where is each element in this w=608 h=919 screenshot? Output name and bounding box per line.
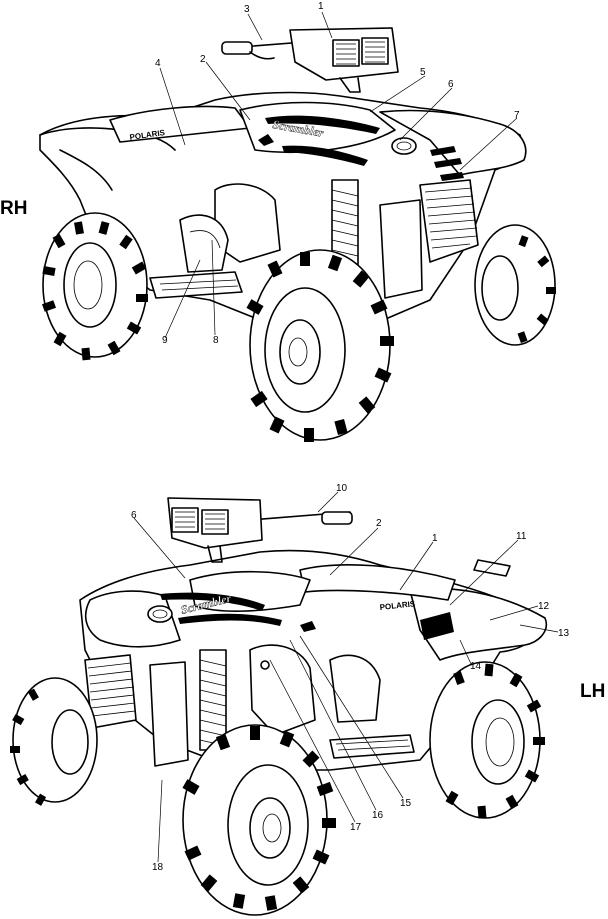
callout-label: 15 — [400, 798, 412, 809]
rh-side-label: RH — [0, 198, 27, 219]
callout-label: 2 — [376, 518, 382, 529]
callout-label: 3 — [244, 4, 250, 15]
callout-label: 14 — [470, 661, 482, 672]
callout-label: 5 — [420, 67, 426, 78]
lh-brand-decal: POLARIS — [379, 599, 416, 612]
callout-label: 16 — [372, 810, 384, 821]
lh-leader-lines — [133, 491, 559, 863]
callout-label: 7 — [514, 110, 520, 121]
callout-label: 9 — [162, 335, 168, 346]
lh-callouts: 10 2 1 11 12 13 14 15 16 17 18 6 — [131, 483, 570, 873]
rh-callouts: 1 2 3 4 5 6 7 8 9 — [155, 1, 520, 346]
callout-label: 1 — [318, 1, 324, 12]
lh-side-label: LH — [580, 681, 605, 702]
callout-label: 1 — [432, 533, 438, 544]
rh-leader-lines — [159, 11, 518, 339]
callout-label: 2 — [200, 54, 206, 65]
lh-atv-illustration — [10, 497, 547, 916]
callout-label: 4 — [155, 58, 161, 69]
rh-atv-illustration — [39, 27, 556, 442]
callout-label: 17 — [350, 822, 362, 833]
callout-label: 6 — [448, 79, 454, 90]
callout-label: 12 — [538, 601, 550, 612]
callout-label: 11 — [516, 531, 527, 542]
callout-label: 13 — [558, 628, 570, 639]
callout-label: 8 — [213, 335, 219, 346]
callout-label: 10 — [336, 483, 348, 494]
callout-label: 18 — [152, 862, 164, 873]
callout-label: 6 — [131, 510, 137, 521]
